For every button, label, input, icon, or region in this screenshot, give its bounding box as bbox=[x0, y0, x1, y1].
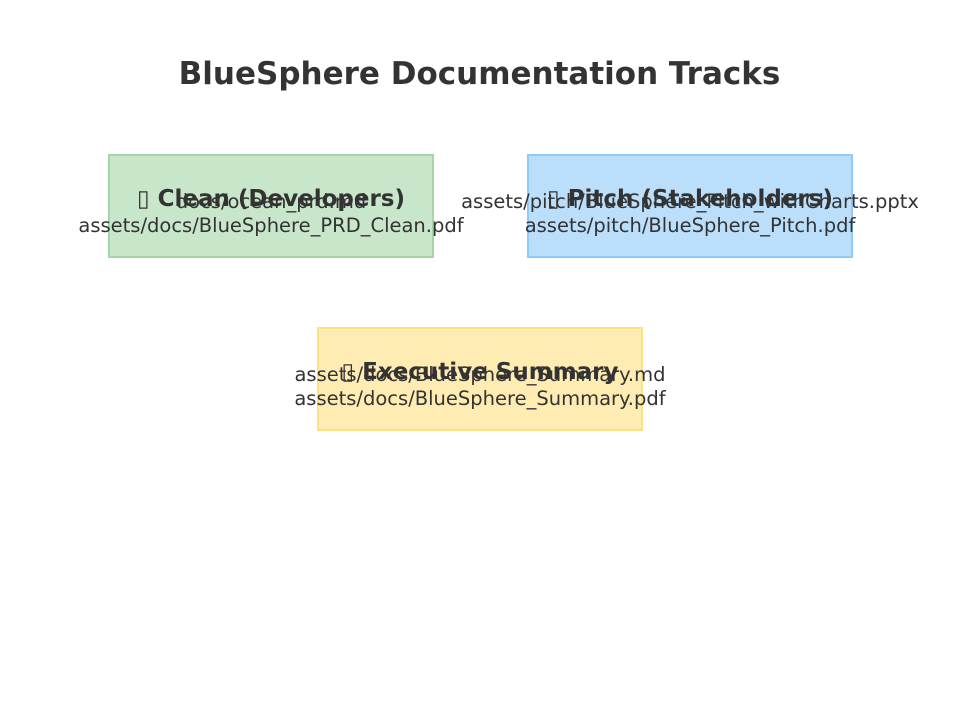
track-summary-file: assets/docs/BlueSphere_Summary.md bbox=[294, 363, 666, 386]
placeholder-glyph-icon: ▯ bbox=[136, 186, 150, 212]
track-clean-label: Clean (Developers) bbox=[157, 186, 406, 212]
track-pitch-label: Pitch (Stakeholders) bbox=[567, 186, 833, 212]
track-clean-box: ▯ Clean (Developers) docs/ocean_prd.md as… bbox=[78, 154, 464, 258]
track-summary-label: Executive Summary bbox=[362, 359, 619, 385]
diagram-title: BlueSphere Documentation Tracks bbox=[178, 56, 781, 92]
track-pitch-file: assets/pitch/BlueSphere_Pitch.pdf bbox=[524, 214, 856, 237]
track-summary-header: ▯ Executive Summary bbox=[341, 358, 618, 386]
track-clean-header: ▯ Clean (Developers) bbox=[137, 185, 405, 213]
placeholder-glyph-icon: ▯ bbox=[341, 359, 355, 385]
track-clean-files: docs/ocean_prd.md assets/docs/BlueSphere… bbox=[78, 190, 463, 238]
track-pitch-header: ▯ Pitch (Stakeholders) bbox=[547, 185, 833, 213]
track-pitch-file: assets/pitch/BlueSphere_Pitch_withCharts… bbox=[461, 190, 919, 213]
track-pitch-box: ▯ Pitch (Stakeholders) assets/pitch/BlueS… bbox=[461, 154, 919, 258]
track-clean-file: docs/ocean_prd.md bbox=[175, 190, 367, 213]
track-summary-file: assets/docs/BlueSphere_Summary.pdf bbox=[294, 387, 666, 410]
track-pitch-files: assets/pitch/BlueSphere_Pitch_withCharts… bbox=[461, 190, 919, 238]
placeholder-glyph-icon: ▯ bbox=[547, 186, 560, 212]
track-clean-file: assets/docs/BlueSphere_PRD_Clean.pdf bbox=[78, 214, 464, 237]
track-summary-files: assets/docs/BlueSphere_Summary.md assets… bbox=[294, 363, 665, 411]
track-summary-box: ▯ Executive Summary assets/docs/BlueSpher… bbox=[294, 327, 666, 431]
